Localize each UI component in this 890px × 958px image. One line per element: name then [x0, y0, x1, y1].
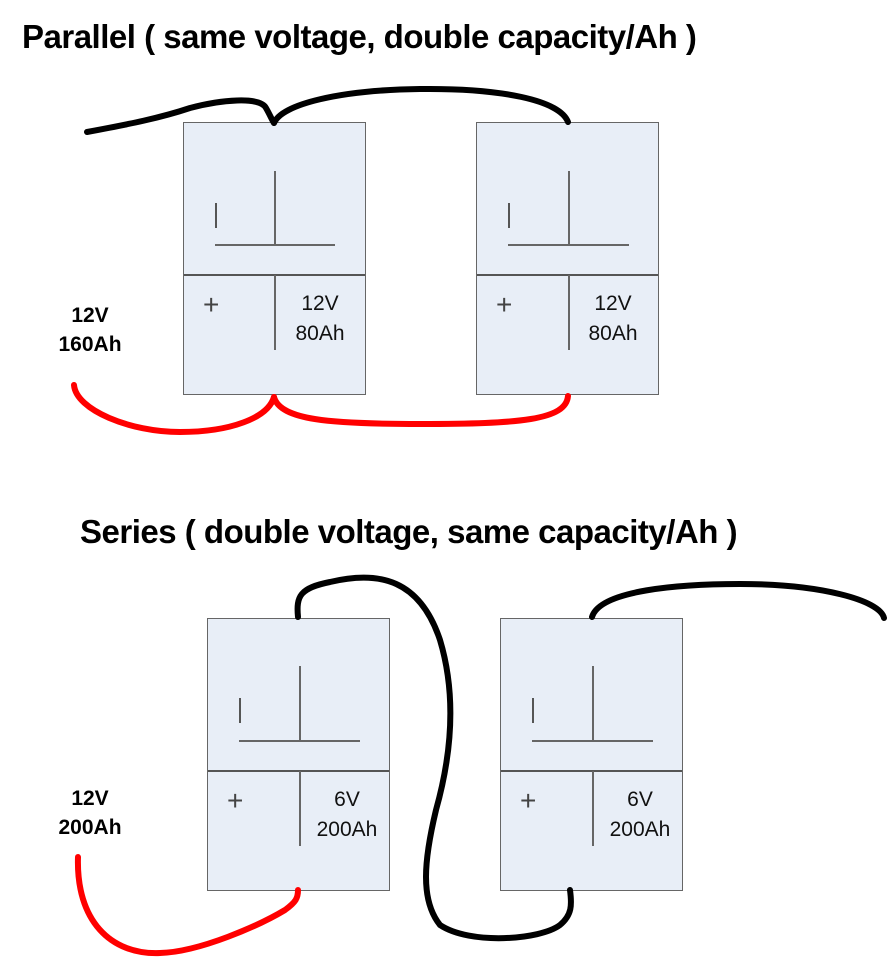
battery-divider	[501, 770, 682, 772]
battery-plate-bar	[532, 740, 653, 742]
battery-plate-stem	[299, 666, 301, 741]
parallel-title: Parallel ( same voltage, double capacity…	[22, 18, 697, 55]
parallel-result-capacity: 160Ah	[58, 333, 122, 356]
battery-voltage: 12V	[301, 292, 339, 315]
positive-terminal-icon: +	[496, 289, 513, 320]
battery-divider	[184, 274, 365, 276]
battery-capacity: 80Ah	[295, 322, 345, 345]
parallel-result-label: 12V 160Ah	[40, 301, 140, 359]
battery-capacity: 200Ah	[316, 818, 378, 841]
parallel-negative-jumper-wire	[271, 85, 571, 126]
battery-plate-stem	[274, 171, 276, 246]
battery-spec: 12V 80Ah	[280, 289, 360, 349]
battery-plate-bar	[215, 244, 335, 246]
battery-cell-divider	[274, 275, 276, 350]
battery-plate-bar	[508, 244, 629, 246]
series-battery-2: + 6V 200Ah	[500, 618, 683, 891]
battery-plate-bar	[239, 740, 360, 742]
battery-cell-divider	[592, 771, 594, 846]
negative-terminal-icon	[215, 203, 217, 228]
series-title: Series ( double voltage, same capacity/A…	[80, 513, 738, 550]
battery-divider	[477, 274, 658, 276]
parallel-positive-jumper-wire	[271, 393, 571, 428]
battery-capacity: 80Ah	[588, 322, 638, 345]
positive-terminal-icon: +	[227, 785, 244, 816]
series-result-voltage: 12V	[71, 787, 109, 810]
negative-terminal-icon	[508, 203, 510, 228]
battery-plate-stem	[592, 666, 594, 741]
negative-terminal-icon	[239, 698, 241, 723]
negative-terminal-icon	[532, 698, 534, 723]
positive-terminal-icon: +	[520, 785, 537, 816]
series-result-capacity: 200Ah	[58, 816, 122, 839]
battery-voltage: 6V	[627, 788, 653, 811]
series-negative-lead-wire	[589, 580, 887, 621]
battery-spec: 6V 200Ah	[306, 785, 388, 845]
series-result-label: 12V 200Ah	[38, 784, 142, 842]
parallel-battery-2: + 12V 80Ah	[476, 122, 659, 395]
battery-voltage: 12V	[594, 292, 632, 315]
battery-spec: 6V 200Ah	[599, 785, 681, 845]
parallel-result-voltage: 12V	[71, 304, 109, 327]
battery-cell-divider	[568, 275, 570, 350]
positive-terminal-icon: +	[203, 289, 220, 320]
battery-capacity: 200Ah	[609, 818, 671, 841]
battery-spec: 12V 80Ah	[573, 289, 653, 349]
battery-voltage: 6V	[334, 788, 360, 811]
series-battery-1: + 6V 200Ah	[207, 618, 390, 891]
parallel-battery-1: + 12V 80Ah	[183, 122, 366, 395]
battery-cell-divider	[299, 771, 301, 846]
battery-plate-stem	[568, 171, 570, 246]
